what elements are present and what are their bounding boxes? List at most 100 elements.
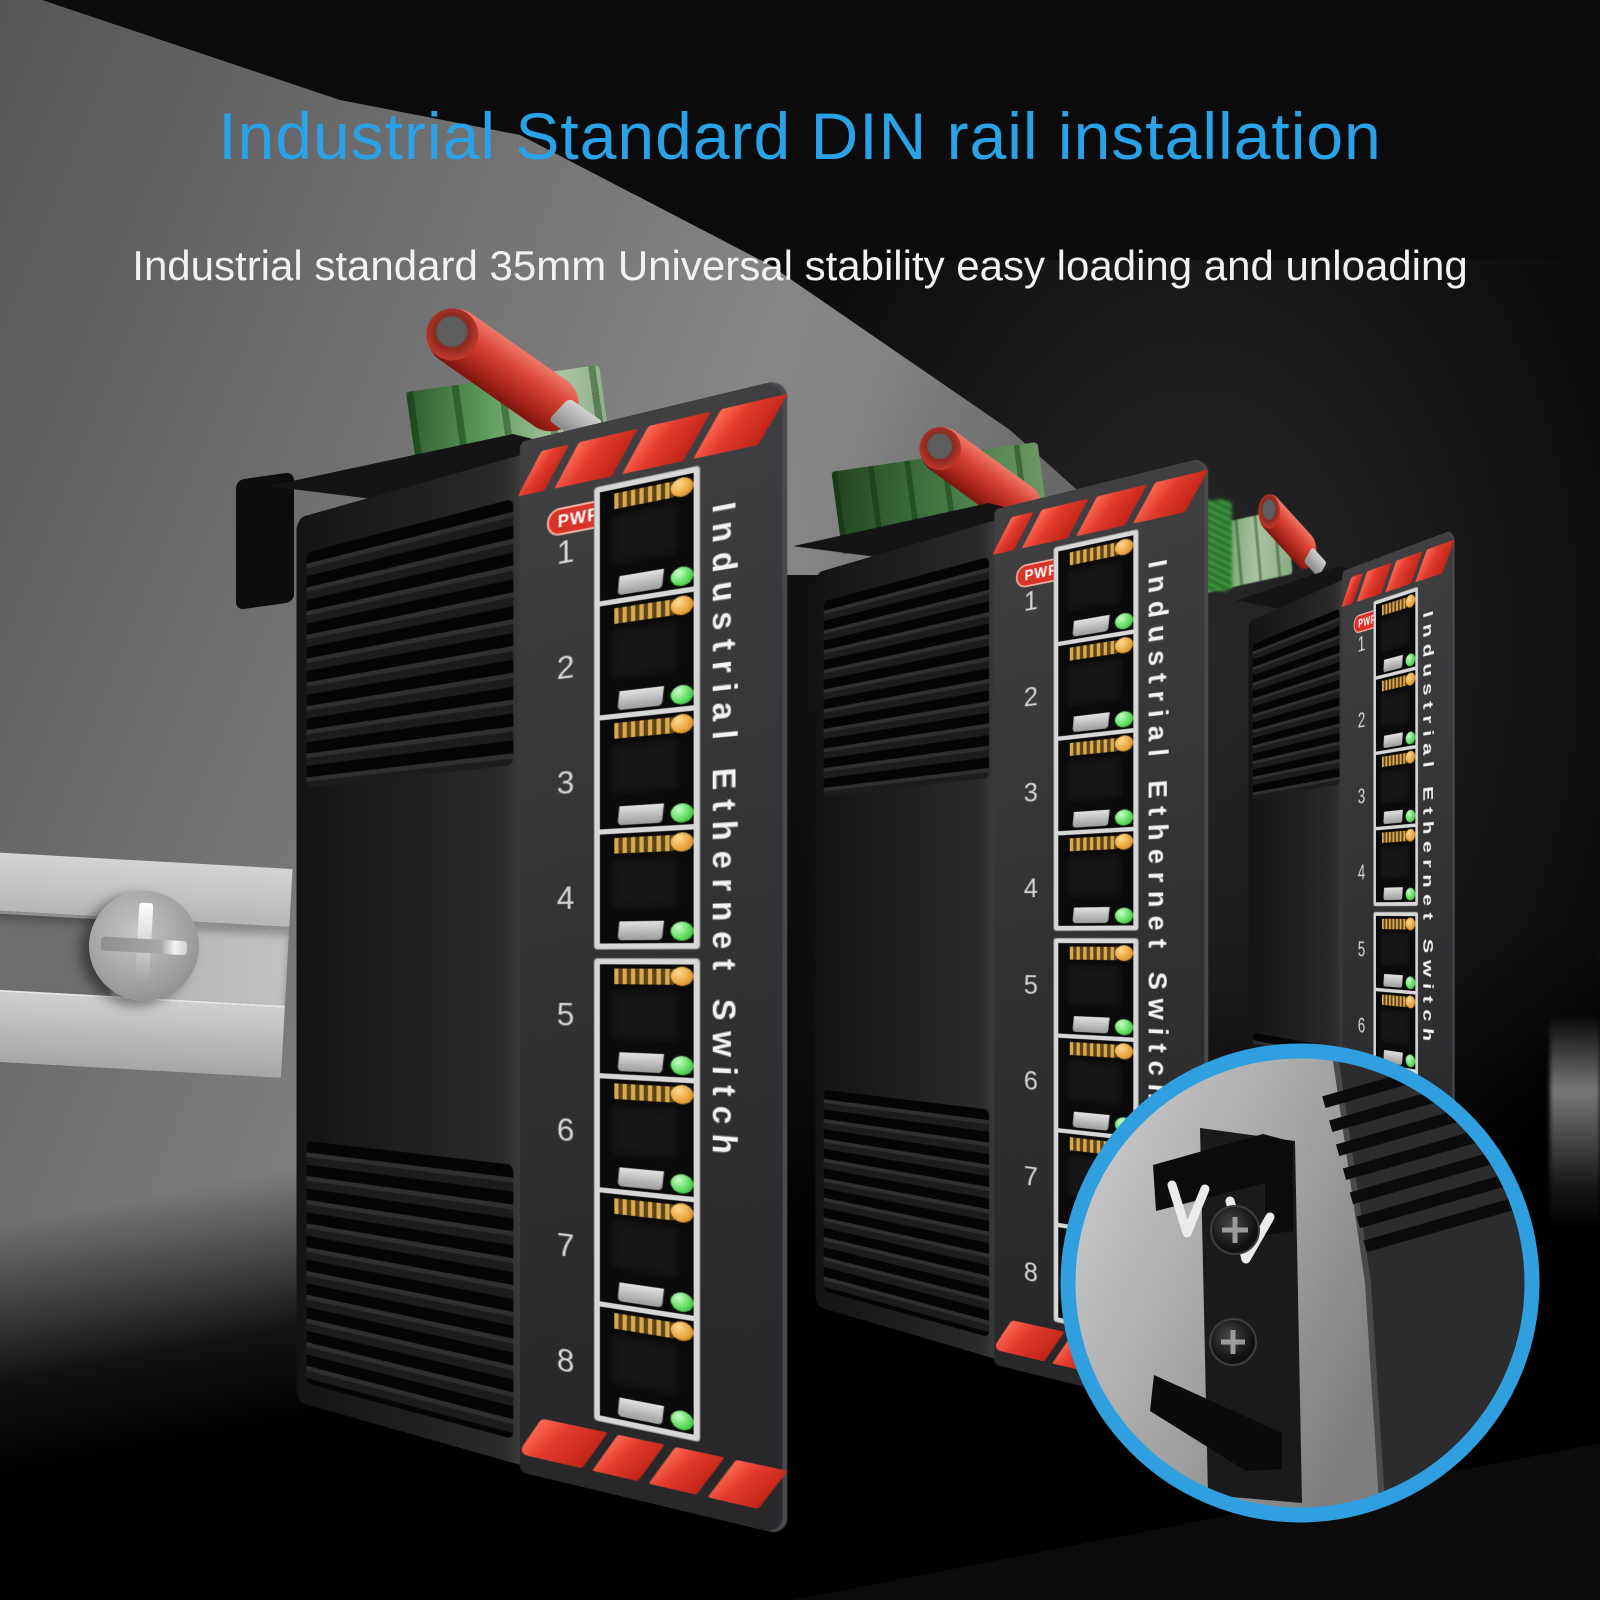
port-pins: [1382, 994, 1408, 1008]
port-pins: [614, 1083, 675, 1103]
port-pins: [614, 834, 675, 854]
port-group: [594, 466, 700, 949]
port-cavity: [1065, 753, 1124, 804]
port-latch: [1072, 1016, 1110, 1034]
link-led-green: [670, 1408, 694, 1433]
port-latch: [1383, 732, 1403, 749]
port-latch: [1072, 906, 1110, 924]
activity-led-amber: [1405, 917, 1416, 931]
port-number: 7: [1023, 1159, 1038, 1193]
inset-clip-hook: [1153, 1134, 1293, 1235]
port-number: 5: [1357, 936, 1366, 961]
link-led-green: [1405, 887, 1416, 901]
port-cavity: [1065, 655, 1124, 709]
port-pins: [1382, 918, 1408, 930]
link-led-green: [1114, 907, 1134, 924]
port-latch: [617, 920, 664, 941]
activity-led-amber: [670, 712, 694, 735]
switch-side-panel: [815, 519, 998, 1360]
panel-label: Industrial Ethernet Switch: [704, 499, 743, 1166]
port-latch: [1383, 887, 1403, 901]
rj45-port: [1375, 915, 1416, 992]
activity-led-amber: [670, 831, 694, 853]
port-latch: [1383, 654, 1403, 673]
inset-spring-left: [1167, 1180, 1210, 1238]
port-number: 2: [1357, 706, 1366, 733]
activity-led-amber: [670, 475, 694, 500]
activity-led-amber: [670, 593, 694, 617]
port-pins: [1069, 946, 1118, 961]
port-cavity: [1379, 843, 1411, 881]
port-number: 4: [556, 879, 575, 917]
page-subtitle: Industrial standard 35mm Universal stabi…: [132, 242, 1468, 289]
rj45-port: [1058, 732, 1134, 832]
port-number: 1: [556, 531, 575, 572]
port-latch: [1072, 614, 1110, 637]
activity-led-amber: [1114, 635, 1134, 655]
port-number: 5: [556, 995, 575, 1033]
link-led-green: [1114, 611, 1134, 631]
rj45-port: [1375, 826, 1416, 903]
port-cavity: [1065, 962, 1124, 1010]
activity-led-amber: [1405, 593, 1416, 609]
rj45-port: [599, 1306, 694, 1435]
port-number: 1: [1357, 630, 1366, 657]
port-cavity: [608, 735, 682, 797]
port-number: 1: [1023, 583, 1038, 618]
activity-led-amber: [1405, 671, 1416, 687]
rj45-port: [1058, 831, 1134, 926]
port-cavity: [608, 1216, 682, 1281]
port-number: 4: [1023, 872, 1038, 904]
rj45-port: [599, 829, 694, 944]
activity-led-amber: [1114, 537, 1134, 557]
page-title: Industrial Standard DIN rail installatio…: [218, 99, 1382, 173]
rj45-port: [599, 710, 694, 830]
link-led-green: [1114, 710, 1134, 729]
port-number: 3: [1357, 783, 1366, 809]
port-number: 8: [1023, 1255, 1038, 1289]
activity-led-amber: [1114, 833, 1134, 851]
din-clip-inset: [1060, 1043, 1540, 1523]
activity-led-amber: [1114, 734, 1134, 753]
vent-fins-top: [823, 556, 990, 797]
activity-led-amber: [670, 966, 694, 987]
rj45-port: [1058, 633, 1134, 737]
port-number: 2: [556, 647, 575, 687]
link-led-green: [1405, 730, 1416, 746]
port-cavity: [1379, 608, 1411, 655]
rj45-port: [1375, 748, 1416, 827]
rj45-port: [599, 472, 694, 602]
port-latch: [617, 1052, 664, 1074]
switch-side-panel: [296, 454, 524, 1466]
port-number: 3: [1023, 776, 1038, 809]
activity-led-amber: [1405, 828, 1416, 842]
vent-fins-top: [306, 498, 514, 788]
port-cavity: [608, 853, 682, 912]
port-cavity: [1379, 931, 1411, 969]
link-led-green: [670, 921, 694, 941]
link-led-green: [670, 1055, 694, 1076]
port-cavity: [608, 617, 682, 683]
port-cavity: [1379, 686, 1411, 730]
port-group: [594, 959, 700, 1442]
vent-fins-bottom: [823, 1089, 990, 1338]
rj45-port: [599, 964, 694, 1079]
vent-fins-bottom: [306, 1140, 514, 1440]
link-led-green: [1405, 809, 1416, 823]
activity-led-amber: [1405, 995, 1416, 1009]
rj45-port: [1375, 670, 1416, 752]
port-cavity: [1065, 851, 1124, 900]
port-latch: [1383, 973, 1403, 988]
activity-led-amber: [670, 1319, 694, 1343]
din-rail: [0, 852, 293, 1081]
port-latch: [617, 803, 664, 826]
port-cavity: [608, 1330, 682, 1399]
port-latch: [1072, 712, 1110, 733]
port-latch: [617, 568, 664, 596]
screw-slot-horizontal: [100, 936, 188, 956]
